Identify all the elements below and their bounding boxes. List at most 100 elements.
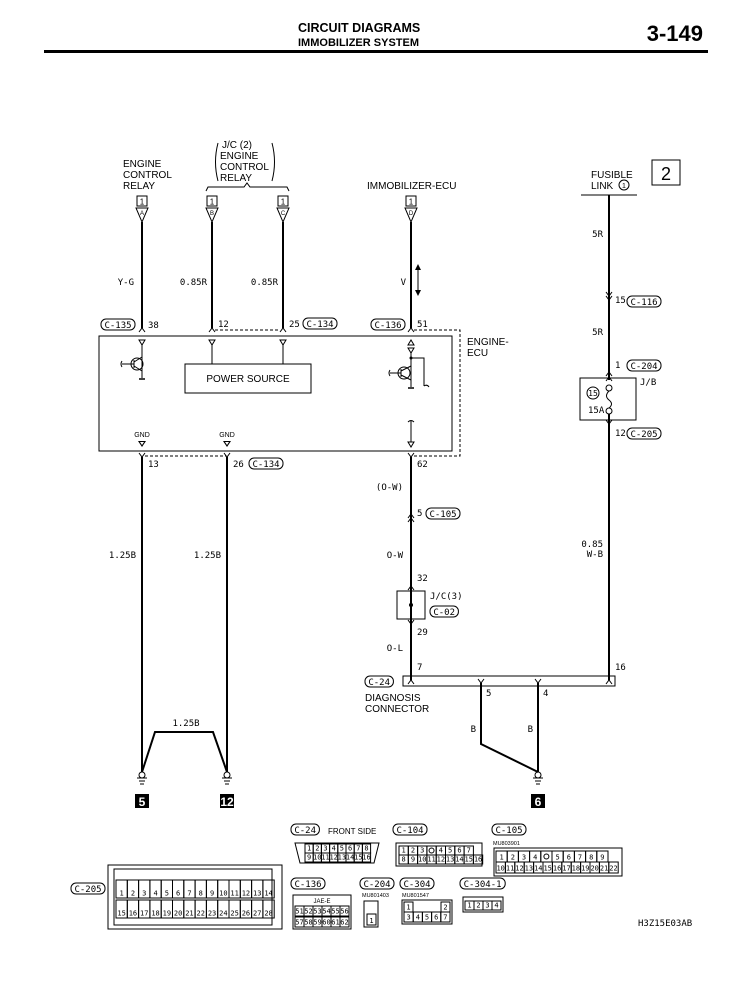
connector-junction-icon [407,513,415,523]
c304-pin: 4 [412,911,423,923]
svg-text:5: 5 [555,854,559,862]
svg-text:1: 1 [281,198,286,207]
c136-pin: 55 [330,905,341,917]
svg-text:54: 54 [322,908,330,916]
svg-text:22: 22 [197,910,205,918]
connector-c24-body [294,842,380,864]
pin-51: 51 [417,320,428,330]
fusible-link: FUSIBLE LINK 1 [581,170,637,196]
svg-text:10: 10 [496,865,504,873]
svg-text:C-204: C-204 [630,362,657,372]
connector-c105-body [493,847,623,877]
c205-pin: 15 [115,899,128,919]
svg-text:55: 55 [331,908,339,916]
pin-d4: 4 [543,689,548,699]
svg-text:9: 9 [600,854,604,862]
ecu-top-terminals [138,327,415,333]
svg-text:5: 5 [425,914,429,922]
svg-text:C-24: C-24 [368,678,390,688]
svg-text:25: 25 [230,910,238,918]
svg-text:1: 1 [406,904,410,912]
wire-label-gnd-2: 1.25B [194,551,221,561]
svg-text:1: 1 [369,917,373,925]
power-source-label: POWER SOURCE [206,374,290,385]
svg-text:16: 16 [362,854,370,862]
svg-text:1: 1 [467,902,471,910]
sheet-marker: 2 [651,159,681,186]
svg-text:12: 12 [220,795,234,809]
c24-pin: 14 [345,852,355,863]
svg-text:3: 3 [142,890,146,898]
c24-pin: 7 [353,843,363,854]
svg-text:14: 14 [346,854,354,862]
connector-view-label-c204: C-204 [363,880,390,890]
svg-text:J/C (2): J/C (2) [222,140,252,151]
c205-pin: 10 [217,879,230,899]
svg-text:FUSIBLE: FUSIBLE [591,170,633,181]
c105-pin: 17 [561,861,572,874]
c104-pin: 8 [398,854,409,865]
wire-label-w-b: W-B [587,550,603,560]
c105-pin: 15 [542,861,553,874]
engine-ecu-box [98,335,453,452]
svg-text:15: 15 [117,910,125,918]
svg-text:4: 4 [332,845,336,853]
svg-text:52: 52 [304,908,312,916]
c105-pin: 3 [517,850,531,863]
c205-pin: 5 [160,879,173,899]
front-side-label: FRONT SIDE [328,827,376,836]
svg-text:8: 8 [589,854,593,862]
power-source-block [184,363,312,394]
c104-pin: 9 [407,854,419,865]
ecu-internal-terminals [138,339,415,354]
c104-pin [426,845,437,856]
connector-view-label-c24: C-24 [294,826,316,836]
svg-text:14: 14 [264,890,272,898]
svg-text:8: 8 [199,890,203,898]
c205-pin: 27 [251,899,264,919]
c24-pin: 15 [353,852,363,863]
svg-text:16: 16 [129,910,137,918]
header-subtitle: IMMOBILIZER SYSTEM [298,37,419,49]
c3041-pin: 2 [473,900,484,911]
c205-pin: 28 [262,899,275,919]
svg-text:51: 51 [295,908,303,916]
c205-pin: 13 [251,879,264,899]
c205-pin: 3 [138,879,151,899]
svg-text:56: 56 [340,908,348,916]
c104-pin: 3 [417,845,428,856]
c136-pin: 59 [312,916,323,928]
svg-text:1: 1 [409,198,414,207]
svg-text:18: 18 [151,910,159,918]
ground-5: 5 [135,771,149,809]
c205-pin: 8 [194,879,207,899]
svg-text:5: 5 [448,847,452,855]
c105-pin: 16 [551,861,563,874]
svg-text:B: B [210,211,214,217]
svg-text:15: 15 [354,854,362,862]
pin-12: 12 [218,320,229,330]
connector-view-label-c3041: C-304-1 [464,880,502,890]
c104-pin: 13 [445,854,456,865]
c205-pin: 17 [138,899,151,919]
c24-pin: 10 [312,852,322,863]
svg-text:CONNECTOR: CONNECTOR [365,704,429,715]
svg-text:2: 2 [411,847,415,855]
wire-label-v: V [401,278,407,288]
c105-pin: 14 [533,861,544,874]
c205-pin: 25 [228,899,241,919]
c104-pin: 11 [426,854,437,865]
svg-text:8: 8 [364,845,368,853]
c136-pin: 62 [339,916,350,928]
svg-text:13: 13 [253,890,261,898]
connector-tag-c24: C-24 [364,675,394,688]
terminal-icon [605,371,613,377]
header-title: CIRCUIT DIAGRAMS [298,21,421,35]
svg-text:11: 11 [321,854,329,862]
svg-text:1: 1 [402,847,406,855]
transistor-icon [120,345,145,380]
svg-text:27: 27 [253,910,261,918]
svg-text:C-105: C-105 [429,510,456,520]
pin-29: 29 [417,628,428,638]
connector-tag-c136: C-136 [370,318,406,331]
